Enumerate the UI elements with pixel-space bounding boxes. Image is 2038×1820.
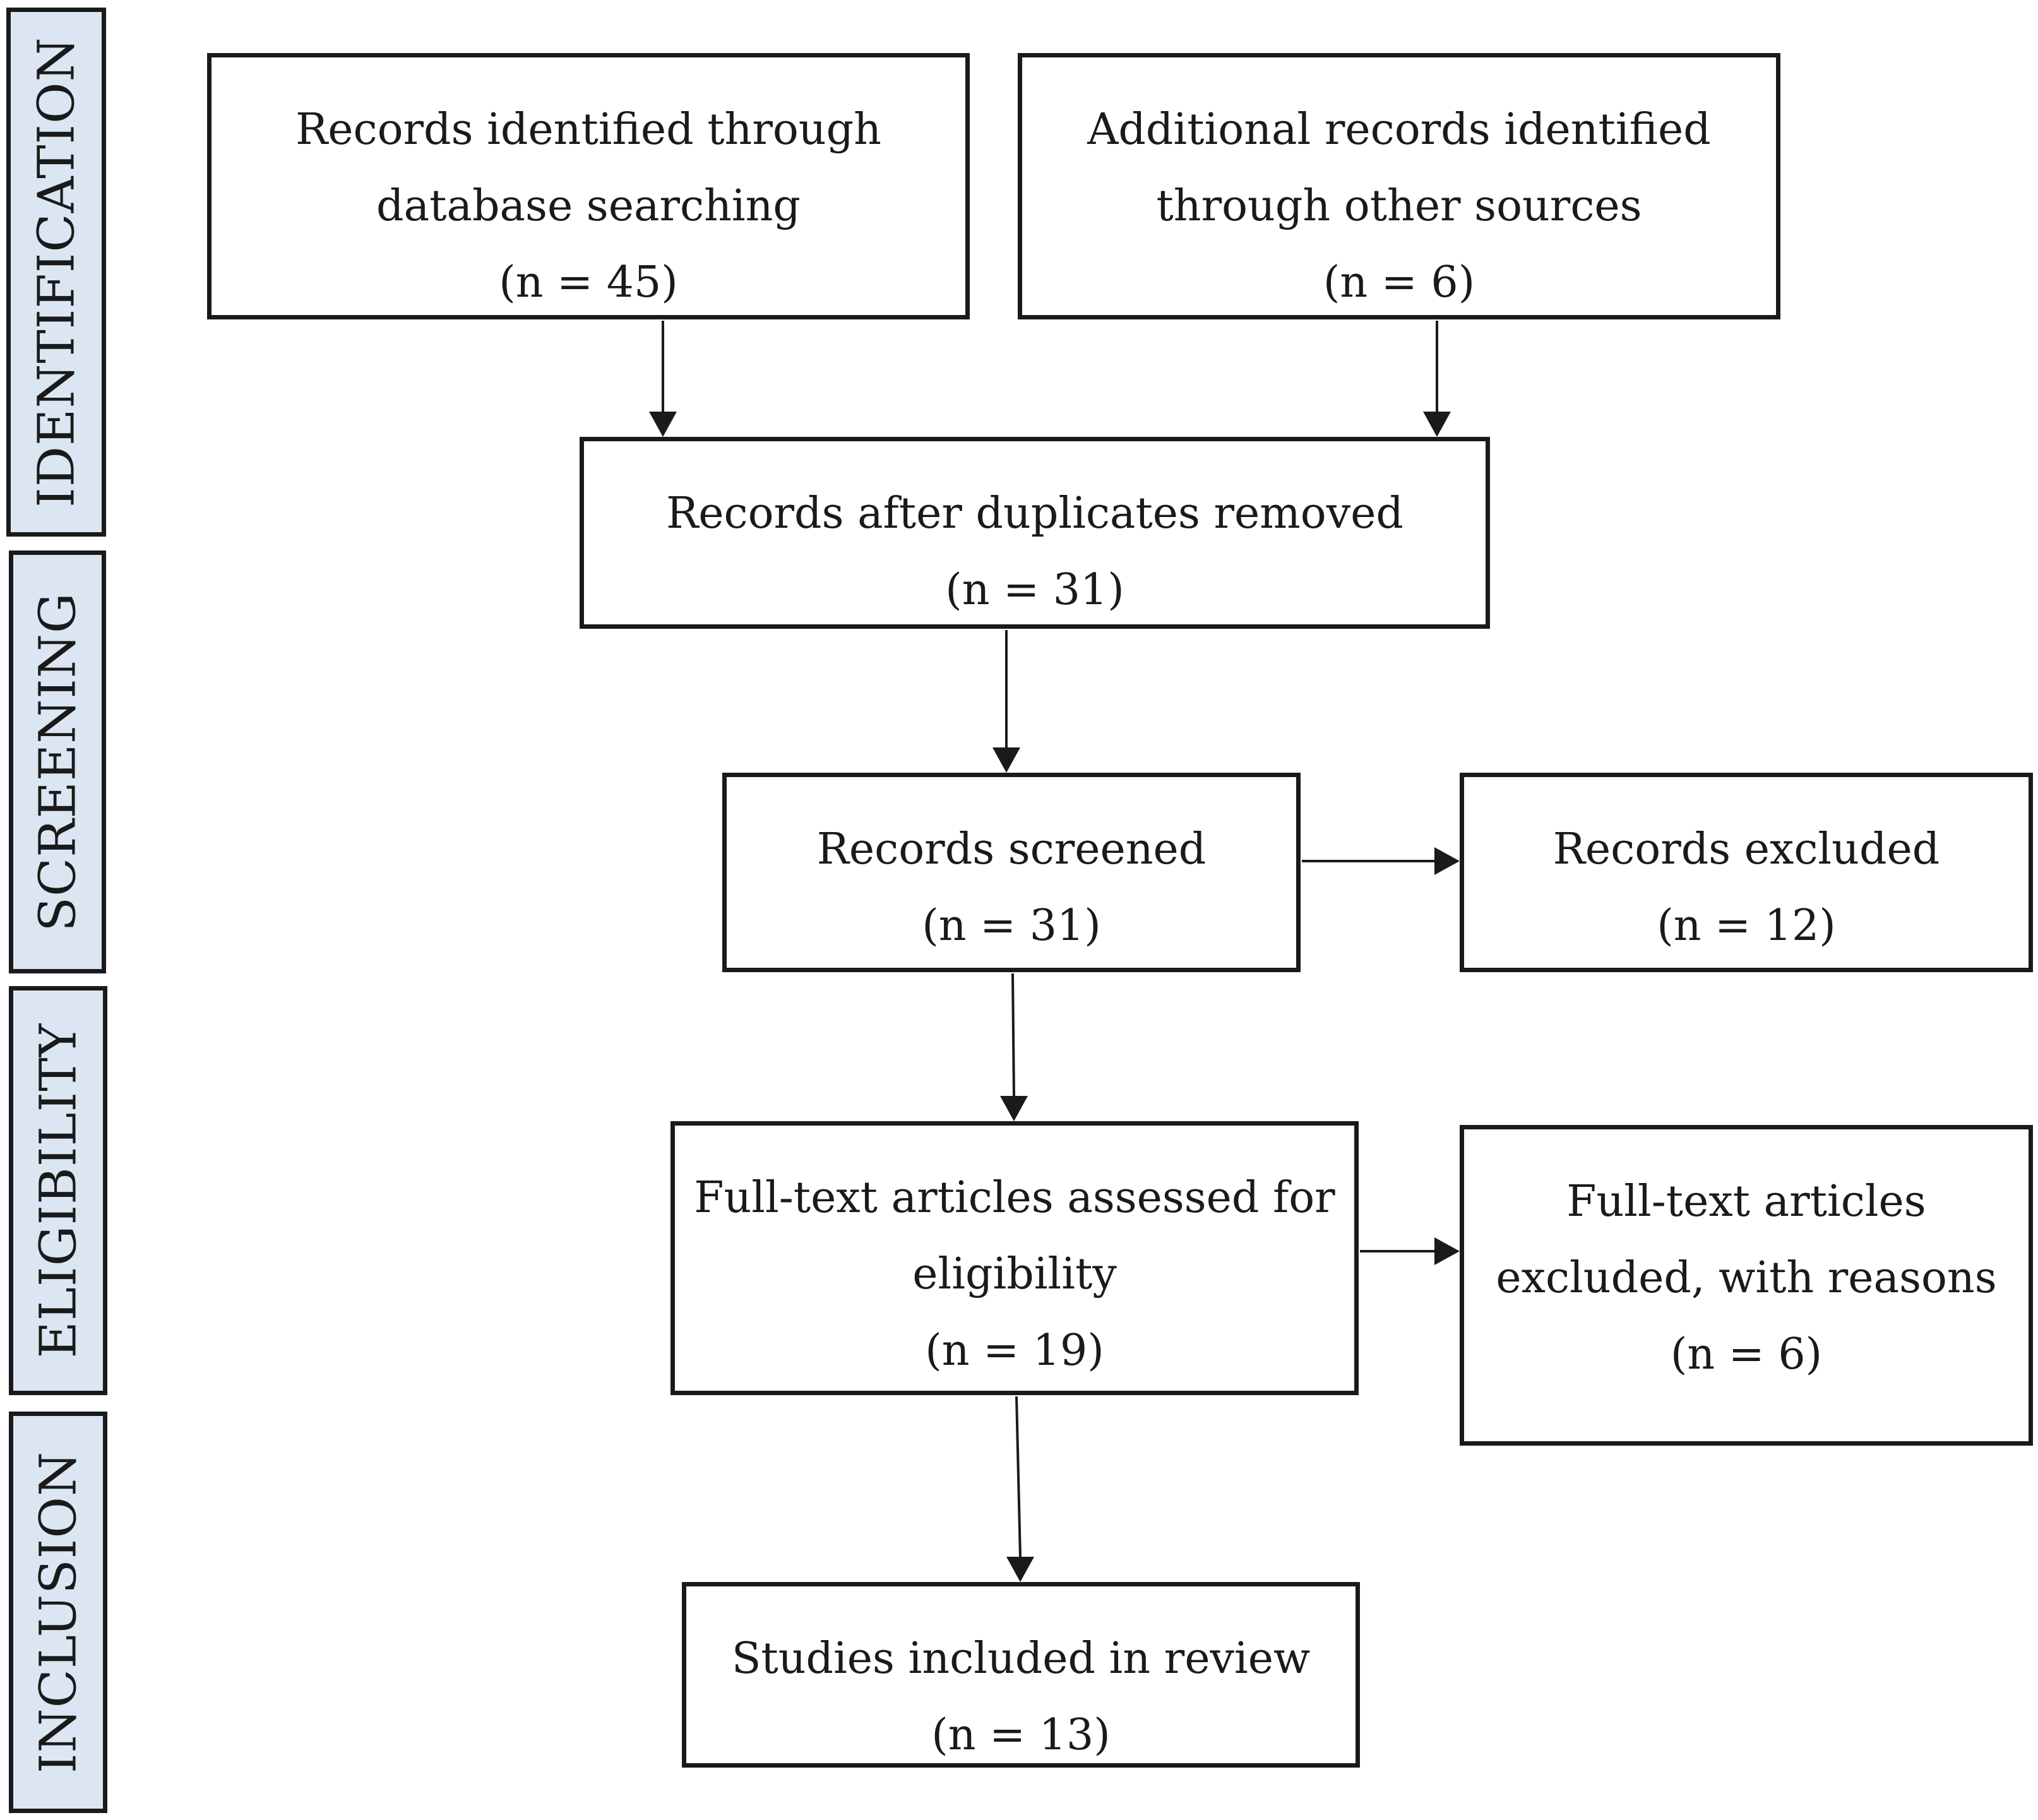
- box-database-records: Records identified through database sear…: [207, 53, 970, 319]
- box-full-text-excluded-count: (n = 6): [1670, 1329, 1823, 1379]
- box-records-excluded-line-1: Records excluded: [1552, 824, 1940, 874]
- arrowhead-included: [1006, 1557, 1034, 1582]
- box-records-excluded-count: (n = 12): [1657, 901, 1836, 951]
- arrowhead-full-text: [1000, 1096, 1028, 1121]
- arrowhead-screened: [992, 747, 1020, 773]
- box-other-sources: Additional records identified through ot…: [1018, 53, 1780, 319]
- box-full-text-assessed-line-1: Full-text articles assessed for: [694, 1173, 1335, 1223]
- arrowhead-other-sources: [1423, 412, 1451, 437]
- box-other-sources-line-2: through other sources: [1156, 181, 1642, 231]
- box-database-line-2: database searching: [376, 181, 801, 231]
- box-records-screened: Records screened (n = 31): [722, 773, 1301, 972]
- box-other-sources-count: (n = 6): [1323, 258, 1475, 307]
- box-full-text-assessed: Full-text articles assessed for eligibil…: [670, 1121, 1359, 1395]
- box-full-text-assessed-count: (n = 19): [925, 1326, 1104, 1376]
- box-full-text-excluded: Full-text articles excluded, with reason…: [1460, 1125, 2033, 1446]
- box-records-screened-line-1: Records screened: [816, 824, 1207, 874]
- stage-identification: IDENTIFICATION: [6, 8, 106, 537]
- arrow-screened-to-full-text: [1011, 973, 1015, 1097]
- box-duplicates-removed: Records after duplicates removed (n = 31…: [580, 437, 1490, 629]
- arrowhead-database: [649, 412, 677, 437]
- box-full-text-excluded-line-1: Full-text articles: [1566, 1177, 1926, 1227]
- stage-screening: SCREENING: [9, 550, 106, 973]
- box-full-text-excluded-line-2: excluded, with reasons: [1496, 1253, 1997, 1303]
- box-records-excluded: Records excluded (n = 12): [1460, 773, 2033, 972]
- box-database-line-1: Records identified through: [295, 105, 881, 155]
- box-database-count: (n = 45): [499, 258, 678, 307]
- box-duplicates-removed-count: (n = 31): [945, 565, 1124, 615]
- box-studies-included: Studies included in review (n = 13): [682, 1582, 1360, 1768]
- box-studies-included-line-1: Studies included in review: [731, 1634, 1311, 1684]
- box-duplicates-removed-line-1: Records after duplicates removed: [666, 489, 1403, 538]
- arrowhead-full-text-excluded: [1434, 1237, 1460, 1265]
- stage-eligibility: ELIGIBILITY: [9, 986, 107, 1395]
- box-other-sources-line-1: Additional records identified: [1087, 105, 1711, 155]
- arrowhead-excluded: [1434, 847, 1460, 875]
- box-studies-included-count: (n = 13): [931, 1710, 1111, 1760]
- stage-inclusion: INCLUSION: [9, 1412, 107, 1813]
- arrow-full-text-to-included: [1015, 1396, 1022, 1557]
- box-records-screened-count: (n = 31): [922, 901, 1101, 951]
- box-full-text-assessed-line-2: eligibility: [912, 1249, 1117, 1299]
